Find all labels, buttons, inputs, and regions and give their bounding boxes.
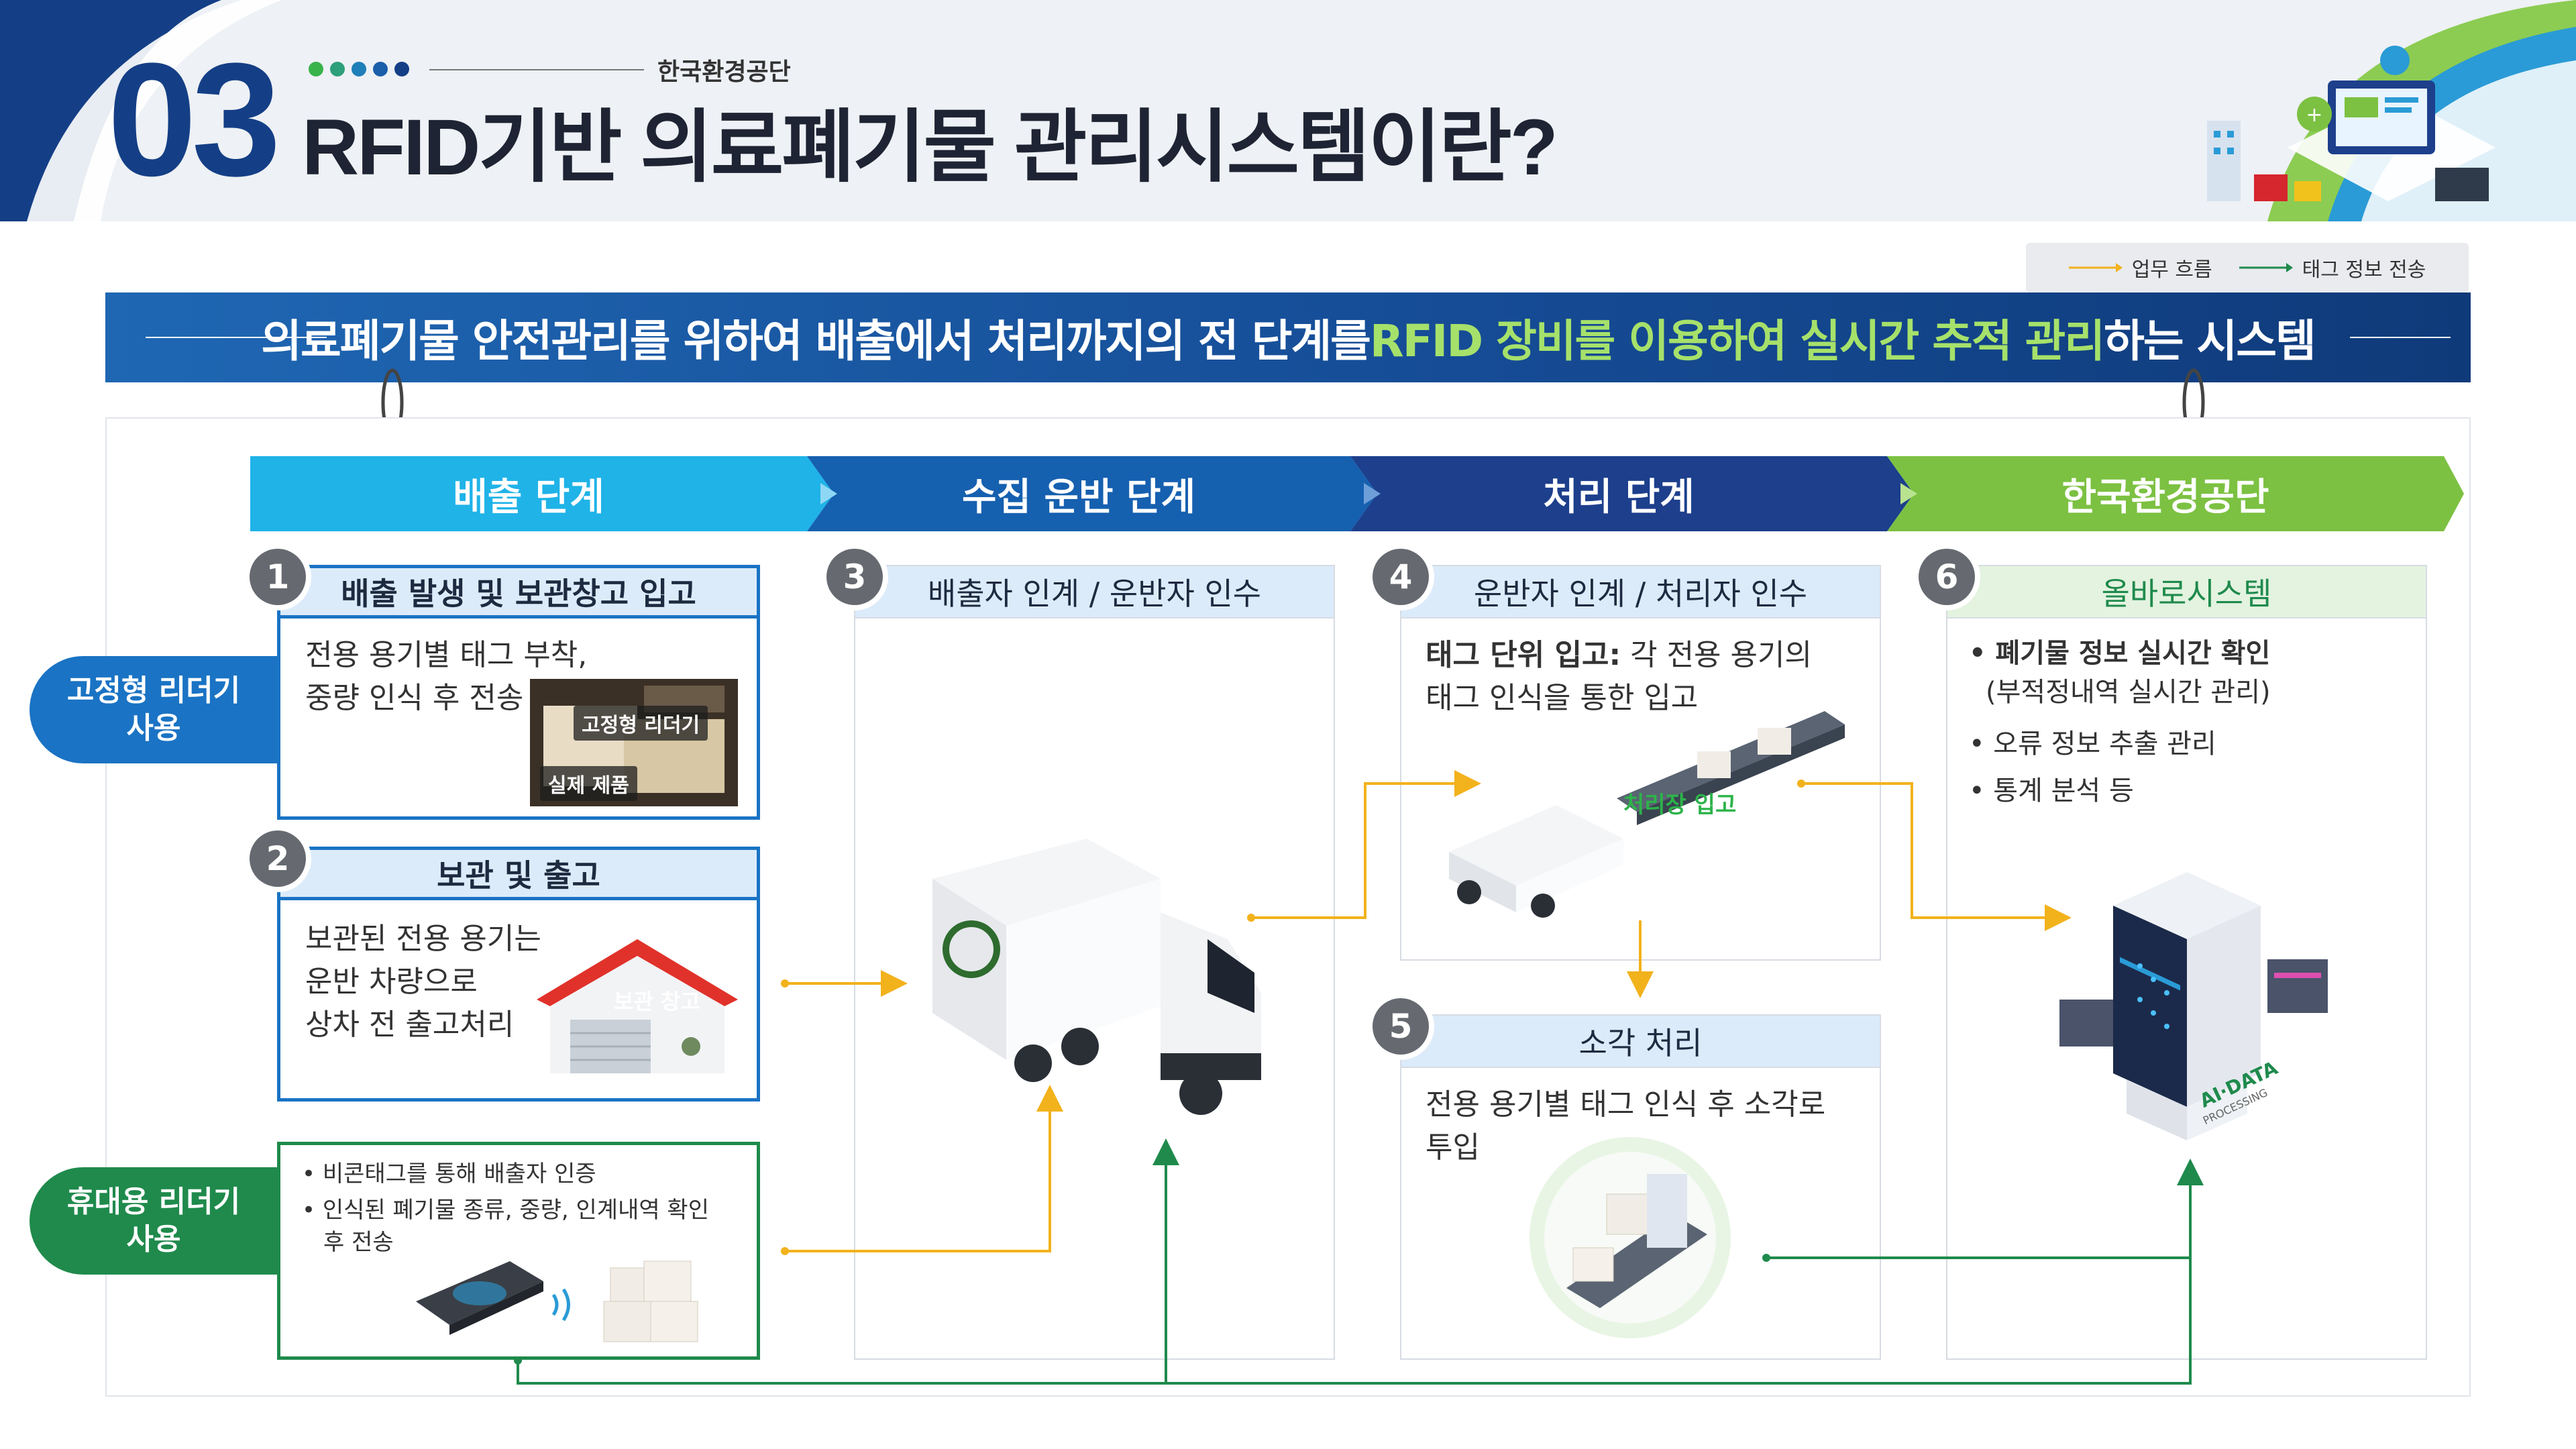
step6-bullet1: • 폐기물 정보 실시간 확인 bbox=[1969, 638, 2271, 669]
section-number: 03 bbox=[107, 30, 281, 209]
step4-line1: 태그 단위 입고: 각 전용 용기의 bbox=[1426, 634, 1812, 677]
header-divider bbox=[429, 69, 644, 70]
banner-text-before: 의료폐기물 안전관리를 위하여 배출에서 처리까지의 전 단계를 bbox=[261, 315, 1371, 367]
step1-title: 배출 발생 및 보관창고 입고 bbox=[277, 565, 760, 619]
real-product-label: 실제 제품 bbox=[540, 766, 637, 801]
step5-title: 소각 처리 bbox=[1400, 1014, 1881, 1068]
step4-line2: 태그 인식을 통한 입고 bbox=[1426, 681, 1699, 715]
step6-bullet2: • 오류 정보 추출 관리 bbox=[1969, 729, 2216, 759]
step6-bullet3: • 통계 분석 등 bbox=[1969, 775, 2134, 806]
tag-transfer-lines bbox=[514, 1138, 2204, 1385]
dot-3 bbox=[352, 62, 366, 76]
header-illustration: + bbox=[2207, 46, 2496, 201]
chevron-right-icon bbox=[1364, 483, 1381, 504]
step2-line1: 보관된 전용 용기는 bbox=[305, 922, 541, 956]
truck-icon bbox=[932, 839, 1261, 1115]
data-server-illustration bbox=[2059, 872, 2328, 1140]
step5-line2: 투입 bbox=[1426, 1130, 1480, 1165]
step5-badge: 5 bbox=[1373, 998, 1429, 1055]
step4-badge: 4 bbox=[1373, 549, 1429, 605]
step2-line2: 운반 차량으로 bbox=[305, 965, 478, 999]
stage-label-1: 배출 단계 bbox=[453, 475, 604, 519]
step6-badge: 6 bbox=[1919, 549, 1975, 605]
fixed-reader-line1: 고정형 리더기 bbox=[66, 674, 241, 708]
work-flow-arrow-icon bbox=[2068, 263, 2123, 272]
portable-bullet2b: 후 전송 bbox=[323, 1229, 394, 1256]
summary-banner: 의료폐기물 안전관리를 위하여 배출에서 처리까지의 전 단계를 RFID 장비… bbox=[105, 292, 2471, 382]
portable-reader-line2: 사용 bbox=[126, 1222, 181, 1256]
chevron-right-icon bbox=[1900, 483, 1917, 504]
fixed-reader-label: 고정형 리더기 bbox=[574, 706, 708, 741]
warehouse-icon bbox=[537, 939, 738, 1073]
dot-5 bbox=[394, 62, 409, 76]
step6-title: 올바로시스템 bbox=[1946, 565, 2427, 619]
tag-transfer-arrow-icon bbox=[2239, 263, 2293, 272]
step3-badge: 3 bbox=[826, 549, 883, 605]
dot-2 bbox=[330, 62, 345, 76]
step2-line3: 상차 전 출고처리 bbox=[305, 1008, 515, 1042]
banner-right-line bbox=[2350, 337, 2451, 338]
portable-bullet1: • 비콘태그를 통해 배출자 인증 bbox=[302, 1161, 596, 1187]
step1-badge: 1 bbox=[250, 549, 306, 605]
stage-shape-4 bbox=[1887, 456, 2464, 531]
fixed-reader-line2: 사용 bbox=[126, 711, 181, 745]
stage-label-4: 한국환경공단 bbox=[2061, 475, 2269, 519]
svg-text:+: + bbox=[2306, 103, 2322, 127]
stage-shape-2 bbox=[807, 456, 1377, 531]
step1-line2: 중량 인식 후 전송 bbox=[305, 681, 524, 715]
portable-reader-illustration bbox=[416, 1260, 698, 1342]
step1-line1: 전용 용기별 태그 부착, bbox=[305, 638, 588, 672]
step2-badge: 2 bbox=[250, 830, 306, 887]
dot-1 bbox=[309, 62, 323, 76]
step4-bold: 태그 단위 입고: bbox=[1426, 638, 1621, 672]
work-flow-lines bbox=[781, 770, 2072, 1255]
page-title: RFID기반 의료폐기물 관리시스템이란? bbox=[302, 103, 1558, 192]
step3-title: 배출자 인계 / 운반자 인수 bbox=[854, 565, 1335, 619]
banner-text: 의료폐기물 안전관리를 위하여 배출에서 처리까지의 전 단계를 RFID 장비… bbox=[105, 292, 2471, 382]
legend: 업무 흐름 태그 정보 전송 bbox=[2026, 243, 2469, 292]
stage-shape-3 bbox=[1350, 456, 1914, 531]
legend-work-flow: 업무 흐름 bbox=[2068, 253, 2212, 282]
step5-line1: 전용 용기별 태그 인식 후 소각로 bbox=[1426, 1087, 1826, 1122]
dot-4 bbox=[373, 62, 388, 76]
stage-label-3: 처리 단계 bbox=[1543, 475, 1695, 519]
warehouse-label: 보관 창고 bbox=[614, 989, 700, 1014]
portable-reader-line1: 휴대용 리더기 bbox=[66, 1185, 241, 1219]
header bbox=[0, 0, 2576, 221]
org-name: 한국환경공단 bbox=[657, 58, 791, 86]
banner-text-highlight: RFID 장비를 이용하여 실시간 추적 관리 bbox=[1369, 315, 2105, 367]
plant-intake-label: 처리장 입고 bbox=[1623, 792, 1737, 818]
stage-label-2: 수집 운반 단계 bbox=[961, 475, 1196, 519]
plant-intake-illustration bbox=[1449, 711, 1845, 918]
stage-bar bbox=[250, 456, 2464, 531]
step4-line1-rest: 각 전용 용기의 bbox=[1621, 638, 1812, 672]
banner-text-after: 하는 시스템 bbox=[2104, 315, 2316, 367]
step6-bullet1b: (부적정내역 실시간 관리) bbox=[1986, 677, 2271, 708]
header-dots bbox=[309, 62, 443, 78]
step2-title: 보관 및 출고 bbox=[277, 847, 760, 900]
incineration-illustration bbox=[1529, 1137, 1731, 1338]
legend-tag-transfer-label: 태그 정보 전송 bbox=[2302, 258, 2426, 282]
portable-bullet2: • 인식된 폐기물 종류, 중량, 인계내역 확인 bbox=[302, 1197, 709, 1224]
step4-title: 운반자 인계 / 처리자 인수 bbox=[1400, 565, 1881, 619]
legend-tag-transfer: 태그 정보 전송 bbox=[2239, 253, 2426, 282]
chevron-right-icon bbox=[820, 483, 837, 504]
legend-work-flow-label: 업무 흐름 bbox=[2131, 258, 2212, 282]
stage-shape-1 bbox=[250, 456, 834, 531]
banner-left-line bbox=[146, 337, 327, 338]
